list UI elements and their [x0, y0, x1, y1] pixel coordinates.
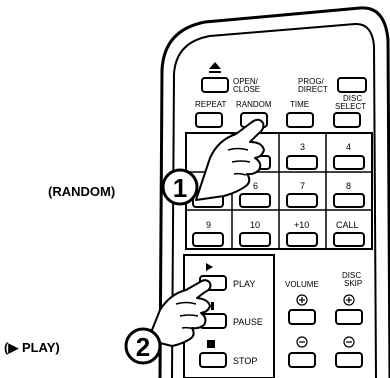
key-7-button[interactable]: [286, 193, 318, 208]
key-9-button[interactable]: [192, 232, 224, 247]
stop-icon: [207, 340, 215, 348]
key-label-call: CALL: [336, 220, 359, 230]
bottom-section: PLAY PAUSE STOP VOLUME DISC SKIP: [183, 254, 363, 378]
volume-down-button[interactable]: [288, 352, 316, 368]
disc-skip-label-2: SKIP: [344, 279, 362, 288]
key-label-6: 6: [253, 181, 258, 191]
pointing-hand-icon: [195, 118, 265, 201]
key-6-button[interactable]: [239, 193, 271, 208]
disc-skip-down-button[interactable]: [335, 352, 363, 368]
volume-label: VOLUME: [285, 280, 319, 289]
prog-direct-button[interactable]: [337, 77, 367, 93]
plus-icon: [296, 294, 308, 306]
time-button[interactable]: [286, 112, 314, 128]
minus-icon: [296, 336, 308, 348]
repeat-button[interactable]: [195, 112, 223, 128]
prog-direct-label-2: DIRECT: [298, 85, 328, 94]
top-section: OPEN/ CLOSE PROG/ DIRECT REPEAT RANDOM T…: [195, 62, 367, 128]
key-8-button[interactable]: [333, 193, 365, 208]
play-label: PLAY: [233, 279, 255, 289]
pointing-hand-icon: [147, 279, 212, 347]
key-10-button[interactable]: [239, 232, 271, 247]
volume-up-button[interactable]: [288, 309, 316, 325]
key-label-3: 3: [300, 142, 305, 152]
key-label-10: 10: [250, 220, 260, 230]
disc-select-label-1: DISC: [343, 94, 362, 103]
remote-body: [158, 6, 390, 378]
stop-button[interactable]: [199, 352, 227, 368]
key-4-button[interactable]: [333, 155, 365, 170]
step-1-number: 1: [173, 173, 187, 203]
key-3-button[interactable]: [286, 155, 318, 170]
random-label: RANDOM: [236, 100, 272, 109]
eject-icon: [209, 62, 221, 73]
repeat-label: REPEAT: [195, 100, 227, 109]
play-callout: (▶ PLAY): [4, 340, 60, 355]
time-label: TIME: [290, 100, 309, 109]
key-label-9: 9: [206, 220, 211, 230]
open-close-label-2: CLOSE: [233, 85, 260, 94]
play-icon: [206, 263, 213, 271]
key-plus10-button[interactable]: [286, 232, 318, 247]
pause-label: PAUSE: [233, 317, 263, 327]
key-label-4: 4: [346, 142, 351, 152]
key-label-7: 7: [300, 181, 305, 191]
minus-icon: [343, 336, 355, 348]
disc-skip-up-button[interactable]: [335, 309, 363, 325]
step-2-marker: 2: [124, 327, 162, 365]
open-close-label-1: OPEN/: [233, 77, 259, 86]
step-1-marker: 1: [161, 168, 199, 206]
disc-skip-label-1: DISC: [342, 271, 361, 280]
call-button[interactable]: [333, 232, 365, 247]
plus-icon: [343, 294, 355, 306]
prog-direct-label-1: PROG/: [298, 77, 325, 86]
disc-select-label-2: SELECT: [335, 102, 366, 111]
key-label-8: 8: [346, 181, 351, 191]
disc-select-button[interactable]: [333, 112, 361, 128]
step-2-number: 2: [136, 332, 150, 362]
open-close-button[interactable]: [201, 77, 229, 93]
stop-label: STOP: [233, 356, 257, 366]
key-label-plus10: +10: [294, 220, 309, 230]
random-callout: (RANDOM): [48, 184, 115, 199]
